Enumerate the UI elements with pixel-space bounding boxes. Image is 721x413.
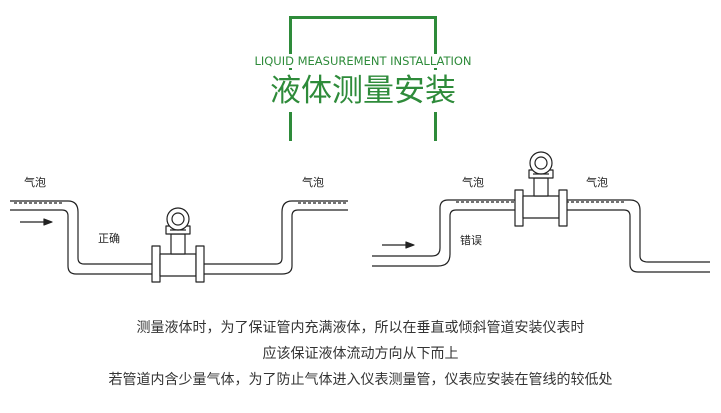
flowmeter-correct — [151, 207, 205, 283]
bubble-label-right-a: 气泡 — [462, 175, 484, 189]
title-english: LIQUID MEASUREMENT INSTALLATION — [240, 54, 486, 68]
description-line-1: 测量液体时，为了保证管内充满液体，所以在垂直或倾斜管道安装仪表时 — [136, 320, 585, 336]
description-line-3: 若管道内含少量气体，为了防止气体进入仪表测量管，仪表应安装在管线的较低处 — [108, 372, 613, 388]
bubble-label-right-b: 气泡 — [586, 175, 608, 189]
bubble-label-left-b: 气泡 — [302, 175, 324, 189]
bubble-label-left-a: 气泡 — [24, 175, 46, 189]
flowmeter-wrong — [514, 151, 568, 227]
status-label-wrong: 错误 — [460, 233, 482, 247]
description-line-2: 应该保证液体流动方向从下而上 — [262, 346, 459, 362]
flow-arrow-correct — [20, 218, 53, 226]
status-label-correct: 正确 — [98, 232, 120, 245]
flow-arrow-wrong — [382, 241, 415, 249]
title-chinese: 液体测量安装 — [240, 70, 486, 112]
